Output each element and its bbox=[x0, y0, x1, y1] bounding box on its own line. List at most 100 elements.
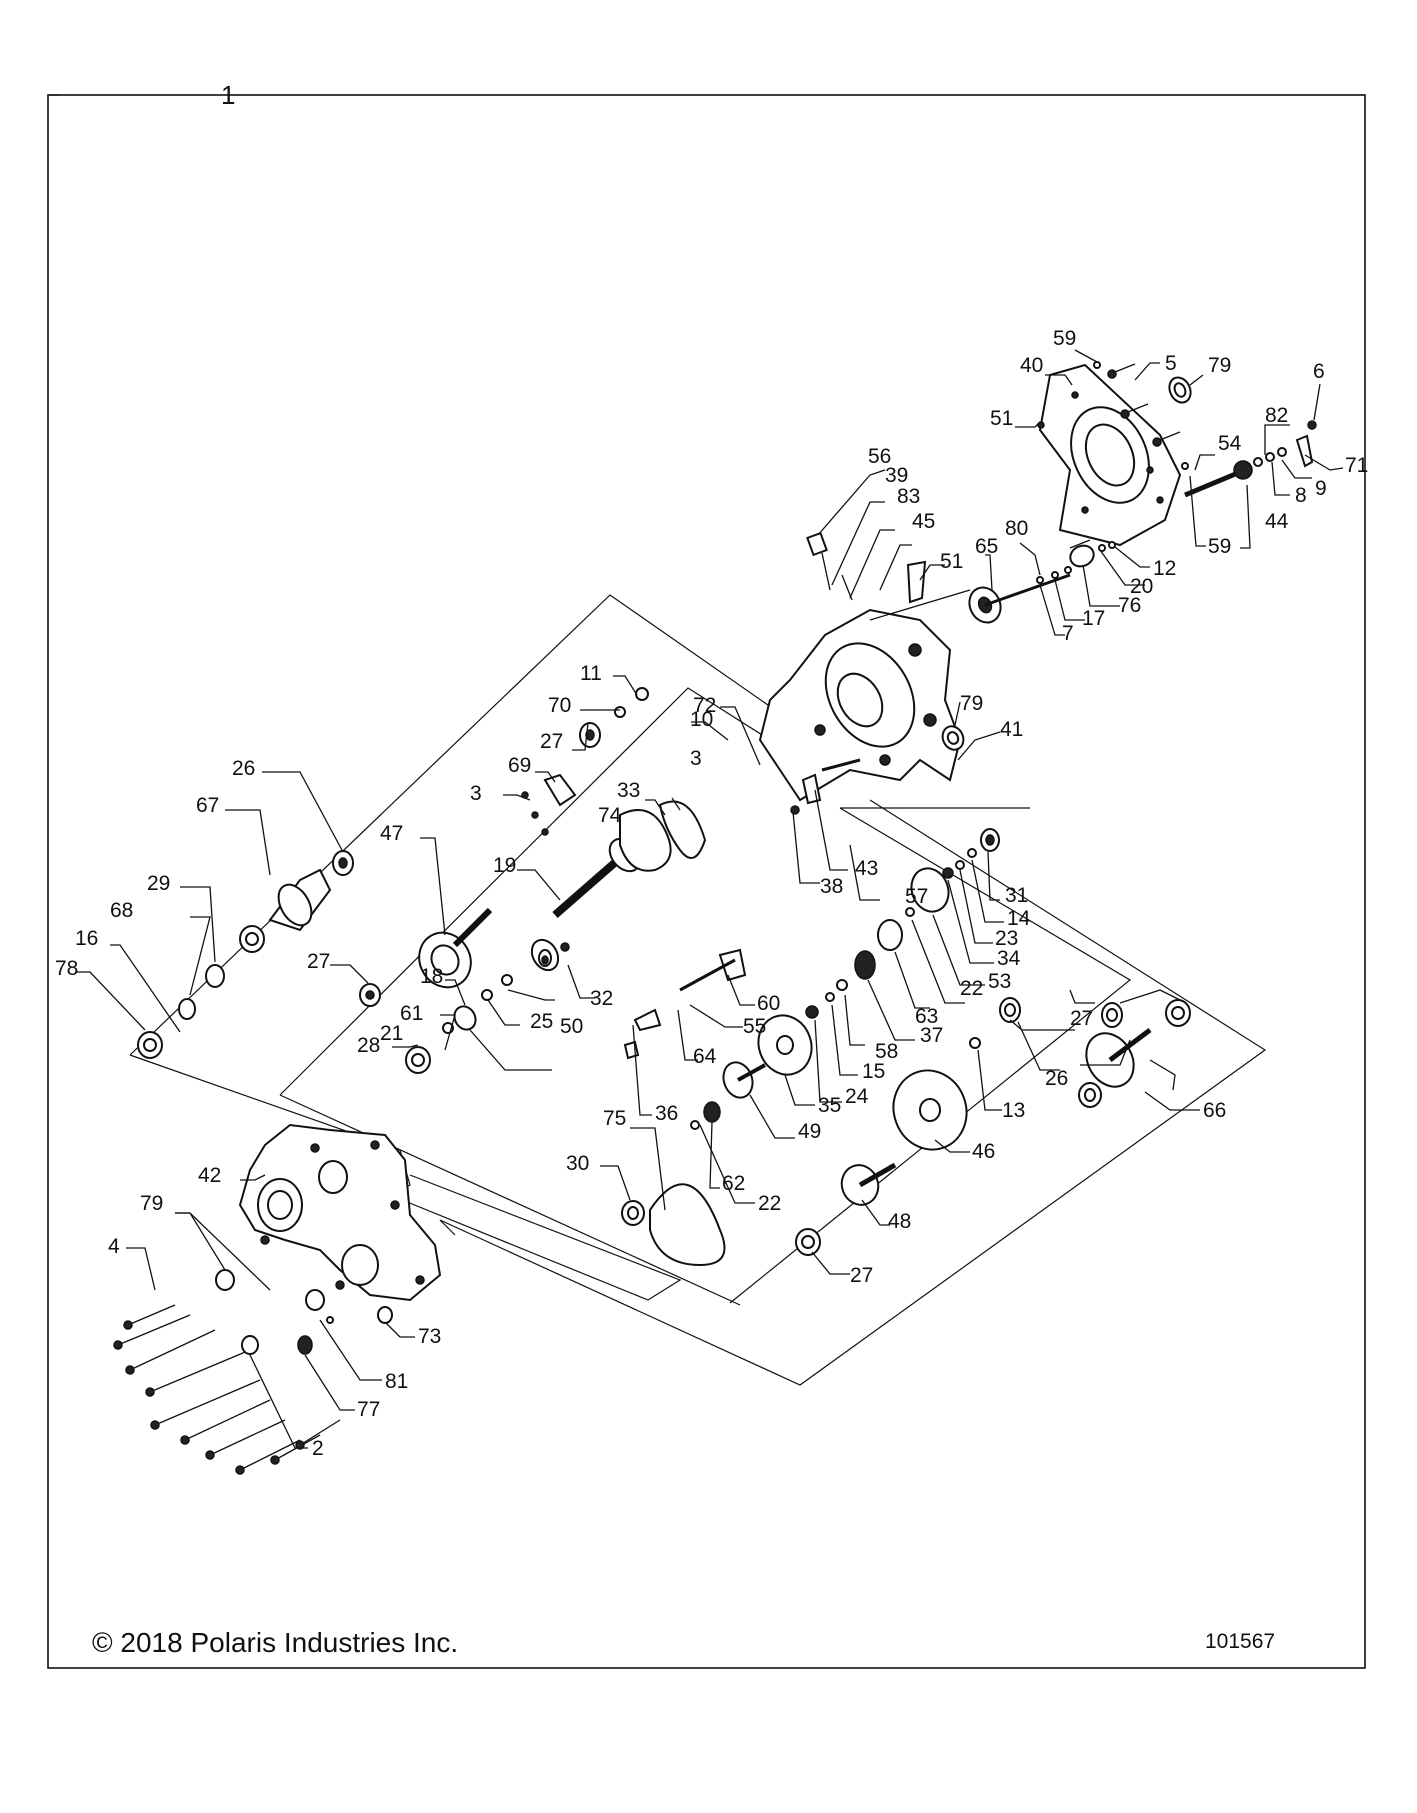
pin-51-top bbox=[1037, 421, 1045, 429]
callout-label: 45 bbox=[912, 510, 935, 533]
assembly-number: 1 bbox=[221, 80, 235, 110]
callout-label: 51 bbox=[990, 407, 1013, 430]
leader-lines bbox=[75, 349, 1344, 1449]
callout-label: 28 bbox=[357, 1034, 380, 1057]
housing-cover-40 bbox=[1038, 363, 1182, 547]
callout-label: 14 bbox=[1007, 907, 1031, 930]
callout-label: 57 bbox=[905, 885, 928, 908]
callout-label: 43 bbox=[855, 857, 878, 880]
callout-label: 59 bbox=[1053, 327, 1076, 350]
callout-label: 44 bbox=[1265, 510, 1289, 533]
callout-label: 42 bbox=[198, 1164, 221, 1187]
callout-label: 65 bbox=[975, 535, 998, 558]
callout-label: 48 bbox=[888, 1210, 911, 1233]
callout-label: 51 bbox=[940, 550, 963, 573]
callout-label: 25 bbox=[530, 1010, 553, 1033]
callout-label: 12 bbox=[1153, 557, 1176, 580]
callout-label: 46 bbox=[972, 1140, 995, 1163]
callout-labels: 59 5 79 40 6 51 82 54 71 8 9 44 59 56 39… bbox=[55, 327, 1368, 1460]
callout-label: 27 bbox=[540, 730, 563, 753]
callout-label: 15 bbox=[862, 1060, 885, 1083]
callout-label: 79 bbox=[1208, 354, 1231, 377]
callout-label: 69 bbox=[508, 754, 531, 777]
callout-label: 55 bbox=[743, 1015, 766, 1038]
callout-label: 8 bbox=[1295, 484, 1307, 507]
callout-label: 31 bbox=[1005, 884, 1028, 907]
callout-label: 72 bbox=[693, 694, 716, 717]
callout-label: 32 bbox=[590, 987, 613, 1010]
callout-label: 27 bbox=[1070, 1007, 1093, 1030]
callout-label: 10 bbox=[690, 708, 713, 731]
callout-label: 22 bbox=[960, 977, 983, 1000]
callout-label: 3 bbox=[690, 747, 702, 770]
callout-label: 35 bbox=[818, 1094, 841, 1117]
callout-label: 79 bbox=[140, 1192, 163, 1215]
callout-label: 21 bbox=[380, 1022, 403, 1045]
seal-79-middle bbox=[941, 725, 965, 751]
callout-label: 82 bbox=[1265, 404, 1288, 427]
callout-label: 60 bbox=[757, 992, 780, 1015]
callout-label: 2 bbox=[312, 1437, 324, 1460]
callout-label: 36 bbox=[655, 1102, 678, 1125]
callout-label: 83 bbox=[897, 485, 920, 508]
callout-label: 24 bbox=[845, 1085, 869, 1108]
callout-label: 75 bbox=[603, 1107, 626, 1130]
callout-label: 64 bbox=[693, 1045, 717, 1068]
callout-label: 70 bbox=[548, 694, 571, 717]
callout-label: 3 bbox=[470, 782, 482, 805]
callout-label: 76 bbox=[1118, 594, 1141, 617]
callout-label: 53 bbox=[988, 970, 1011, 993]
callout-label: 5 bbox=[1165, 352, 1177, 375]
callout-label: 37 bbox=[920, 1024, 943, 1047]
main-case-41 bbox=[758, 589, 971, 802]
callout-label: 47 bbox=[380, 822, 403, 845]
callout-label: 73 bbox=[418, 1325, 441, 1348]
callout-label: 77 bbox=[357, 1398, 380, 1421]
callout-label: 59 bbox=[1208, 535, 1231, 558]
callout-label: 67 bbox=[196, 794, 219, 817]
callout-label: 41 bbox=[1000, 718, 1023, 741]
callout-label: 62 bbox=[722, 1172, 745, 1195]
callout-label: 38 bbox=[820, 875, 843, 898]
diagram-frame bbox=[47, 94, 1366, 1669]
callout-label: 23 bbox=[995, 927, 1018, 950]
callout-label: 34 bbox=[997, 947, 1021, 970]
bolts-left bbox=[113, 1269, 393, 1475]
shift-fork-60-group bbox=[623, 758, 861, 1060]
callout-label: 68 bbox=[110, 899, 133, 922]
copyright-text: © 2018 Polaris Industries Inc. bbox=[92, 1627, 458, 1658]
callout-label: 19 bbox=[493, 854, 516, 877]
callout-label: 80 bbox=[1005, 517, 1028, 540]
callout-label: 33 bbox=[617, 779, 640, 802]
callout-label: 49 bbox=[798, 1120, 821, 1143]
housing-cover-42 bbox=[238, 1123, 442, 1302]
shift-drum-65-group bbox=[968, 539, 1116, 624]
callout-label: 66 bbox=[1203, 1099, 1226, 1122]
shaft-67-group bbox=[137, 850, 354, 1059]
callout-label: 11 bbox=[580, 662, 602, 685]
document-number: 101567 bbox=[1205, 1630, 1275, 1653]
callout-label: 20 bbox=[1130, 575, 1153, 598]
callout-label: 78 bbox=[55, 957, 78, 980]
callout-label: 7 bbox=[1062, 622, 1074, 645]
callout-label: 63 bbox=[915, 1005, 938, 1028]
callout-label: 16 bbox=[75, 927, 98, 950]
callout-label: 58 bbox=[875, 1040, 898, 1063]
callout-label: 40 bbox=[1020, 354, 1043, 377]
callout-label: 27 bbox=[850, 1264, 873, 1287]
callout-label: 9 bbox=[1315, 477, 1327, 500]
seal-79-top bbox=[1168, 376, 1192, 404]
callout-label: 30 bbox=[566, 1152, 589, 1175]
callout-label: 17 bbox=[1082, 607, 1105, 630]
callout-label: 13 bbox=[1002, 1099, 1025, 1122]
belt-75 bbox=[649, 1183, 726, 1267]
callout-label: 74 bbox=[598, 804, 622, 827]
callout-label: 27 bbox=[307, 950, 330, 973]
callout-label: 61 bbox=[400, 1002, 423, 1025]
callout-label: 22 bbox=[758, 1192, 781, 1215]
callout-label: 4 bbox=[108, 1235, 120, 1258]
sensor-56-group bbox=[806, 531, 927, 604]
callout-label: 54 bbox=[1218, 432, 1242, 455]
belt-74 bbox=[619, 809, 672, 872]
callout-label: 56 bbox=[868, 445, 891, 468]
